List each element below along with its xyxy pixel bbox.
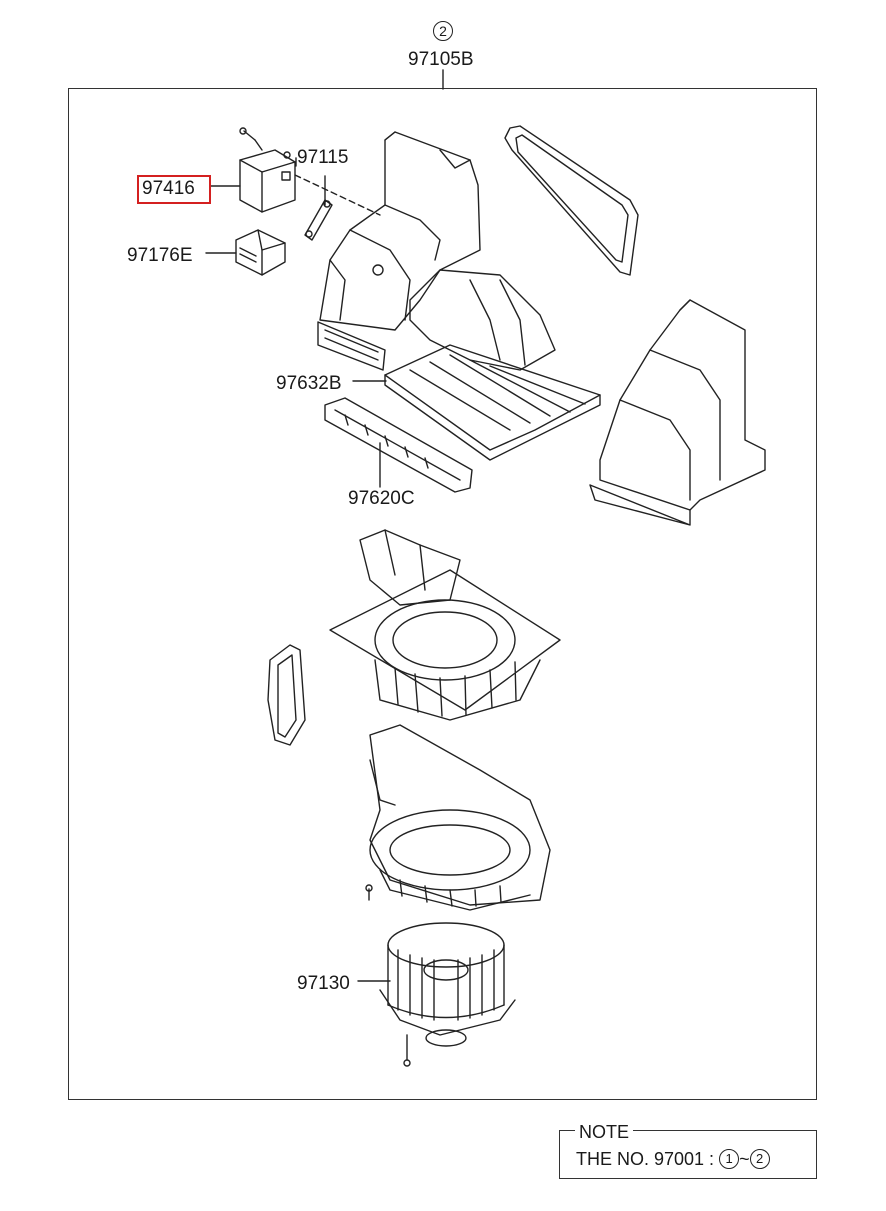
blower-motor <box>379 922 516 1047</box>
part-label-97115[interactable]: 97115 <box>297 147 349 168</box>
selected-part-highlight <box>137 175 211 204</box>
cabin-filter <box>384 344 601 461</box>
assembly-circle-number: 2 <box>433 21 453 41</box>
note-range-start: 1 <box>719 1148 740 1169</box>
note-range-sep: ~ <box>739 1149 750 1169</box>
note-text-main: THE NO. 97001 : <box>576 1149 715 1169</box>
screw-top <box>239 127 263 151</box>
actuator-part <box>239 149 296 213</box>
part-label-97620C[interactable]: 97620C <box>348 488 415 509</box>
resistor-part <box>235 229 286 276</box>
part-label-97176E[interactable]: 97176E <box>127 245 193 266</box>
intake-case-upper <box>317 131 556 371</box>
filter-cover <box>324 397 473 493</box>
note-text: THE NO. 97001 : 1~2 <box>576 1148 770 1169</box>
blower-housing-upper <box>329 529 561 721</box>
part-label-97416[interactable]: 97416 <box>142 178 195 199</box>
blower-housing-lower <box>369 724 551 911</box>
note-title: NOTE <box>575 1123 634 1141</box>
note-range-end: 2 <box>749 1148 770 1169</box>
link-part <box>304 199 333 241</box>
assembly-part-number: 97105B <box>408 49 474 70</box>
part-label-97632B[interactable]: 97632B <box>276 373 342 394</box>
seal-gasket <box>504 125 639 276</box>
side-gasket <box>267 644 306 746</box>
part-label-97130[interactable]: 97130 <box>297 973 350 994</box>
intake-case-right <box>589 299 766 526</box>
note-box <box>559 1130 817 1179</box>
